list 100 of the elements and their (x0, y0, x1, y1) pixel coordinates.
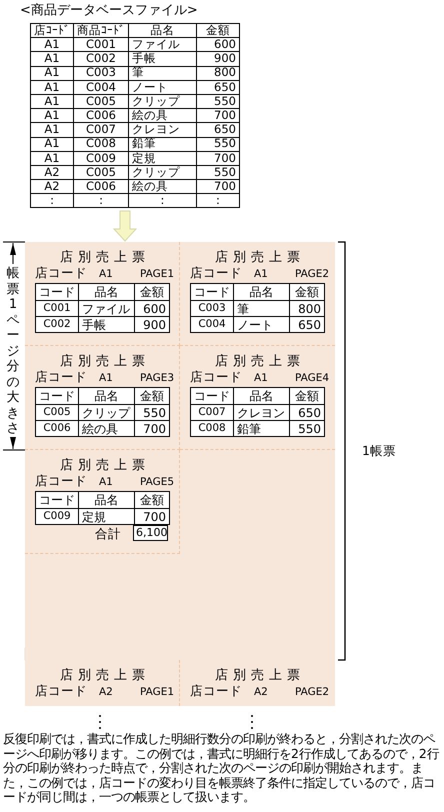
field-label: 店コード (190, 267, 242, 280)
table-cell: C009 (36, 508, 78, 524)
header-cell: 店ｺｰﾄﾞ (30, 24, 74, 38)
field-label: 店コード (35, 267, 87, 280)
field-value: A1 (99, 373, 113, 384)
table-cell: 手帳 (128, 52, 196, 66)
table-cell: C004 (74, 80, 128, 94)
table-cell: A1 (30, 38, 74, 52)
header-cell: コード (36, 388, 78, 404)
table-cell: 鉛筆 (128, 137, 196, 152)
page-number: PAGE3 (140, 373, 174, 384)
table-cell: C004 (190, 316, 234, 332)
table-cell: C007 (190, 404, 234, 420)
table-cell: C005 (36, 404, 78, 420)
table-cell: C002 (36, 316, 78, 332)
table-cell: 600 (196, 38, 240, 52)
table-cell: A2 (30, 180, 74, 194)
field-label: 店コード (35, 475, 87, 488)
field-value: A1 (254, 269, 268, 280)
form-title: 店別売上票 (59, 669, 151, 682)
field-value: A1 (99, 269, 113, 280)
table-cell: : (196, 194, 240, 208)
table-cell: 600 (134, 300, 170, 316)
table-cell: 定規 (78, 508, 134, 524)
table-cell: 550 (196, 137, 240, 152)
header-cell: コード (190, 388, 234, 404)
field-value: A2 (254, 687, 268, 698)
header-cell: 品名 (234, 388, 290, 404)
table-cell: 700 (196, 108, 240, 123)
table-cell: 700 (196, 180, 240, 194)
page-number: PAGE2 (295, 687, 330, 698)
form-sheet (25, 660, 335, 706)
field-value: A1 (254, 373, 268, 384)
table-cell: 550 (196, 165, 240, 180)
sheet-label: 1帳票 (362, 445, 396, 458)
arrow (112, 210, 138, 242)
table-cell: ノート (234, 316, 290, 332)
table-cell: C003 (74, 66, 128, 80)
table-cell: ノート (128, 80, 196, 94)
table-cell: C005 (74, 94, 128, 109)
table-cell: 800 (290, 300, 324, 316)
page-number: PAGE5 (140, 477, 174, 488)
header-cell: 品名 (234, 284, 290, 300)
table-cell: ファイル (78, 300, 134, 316)
table-cell: クレヨン (234, 404, 290, 420)
table-cell: C003 (190, 300, 234, 316)
table-cell: 定規 (128, 151, 196, 166)
table-cell: 550 (134, 404, 170, 420)
table-cell: C008 (74, 137, 128, 152)
page-area (25, 242, 180, 346)
table-cell: 650 (290, 404, 324, 420)
table-cell: C006 (36, 420, 78, 436)
header-cell: コード (190, 284, 234, 300)
field-value: A1 (99, 477, 113, 488)
caption-text: 反復印刷では，書式に作成した明細行数分の印刷が終わると，分割された次のページへ印刷が移ります。この例では，書式に明細行を2行作成してあるので，2行分の印刷が終わった時点で，分割された次のページの印刷が開始されます。また，この例では，店コードの変わり目を帳票終了条件に指定しているので，店コードが同じ間は，一つの帳票として扱います。 (3, 732, 440, 804)
header-cell: 品名 (78, 284, 134, 300)
table-cell: クリップ (128, 165, 196, 180)
header-cell: 金額 (134, 388, 170, 404)
field-value: A2 (99, 687, 113, 698)
field-label: 店コード (35, 371, 87, 384)
table-cell: クリップ (78, 404, 134, 420)
page-number: PAGE4 (295, 373, 330, 384)
table-cell: クレヨン (128, 122, 196, 137)
field-label: 店コード (190, 371, 242, 384)
page-area (25, 346, 180, 450)
table-cell: 900 (134, 316, 170, 332)
table-cell: C005 (74, 165, 128, 180)
table-cell: C006 (74, 108, 128, 123)
total-label: 合計 (95, 528, 121, 540)
table-cell: A1 (30, 122, 74, 137)
table-cell: C006 (74, 180, 128, 194)
table-title: <商品データベースファイル> (20, 4, 198, 17)
header-cell: 金額 (290, 388, 324, 404)
table-cell: A1 (30, 80, 74, 94)
table-cell: C002 (74, 52, 128, 66)
header-cell: コード (36, 284, 78, 300)
total-cell: 6,100 (133, 525, 168, 541)
table-cell: クリップ (128, 94, 196, 109)
table-cell: 鉛筆 (234, 420, 290, 436)
table-cell: : (30, 194, 74, 208)
table-cell: 絵の具 (78, 420, 134, 436)
table-cell: A1 (30, 151, 74, 166)
table-cell: C001 (74, 38, 128, 52)
table-cell: 550 (290, 420, 324, 436)
table-cell: A1 (30, 108, 74, 123)
page-number: PAGE2 (295, 269, 330, 280)
table-cell: : (128, 194, 196, 208)
header-cell: 品名 (128, 24, 196, 38)
table-cell: 手帳 (78, 316, 134, 332)
table-cell: 筆 (128, 66, 196, 80)
table-cell: 筆 (234, 300, 290, 316)
field-label: 店コード (35, 685, 87, 698)
header-cell: 品名 (78, 388, 134, 404)
table-cell: C009 (74, 151, 128, 166)
page-area (25, 450, 180, 554)
table-cell: C001 (36, 300, 78, 316)
table-cell: 絵の具 (128, 180, 196, 194)
form-title: 店別売上票 (59, 355, 151, 368)
table-cell: 絵の具 (128, 108, 196, 123)
page-number: PAGE1 (140, 269, 174, 280)
